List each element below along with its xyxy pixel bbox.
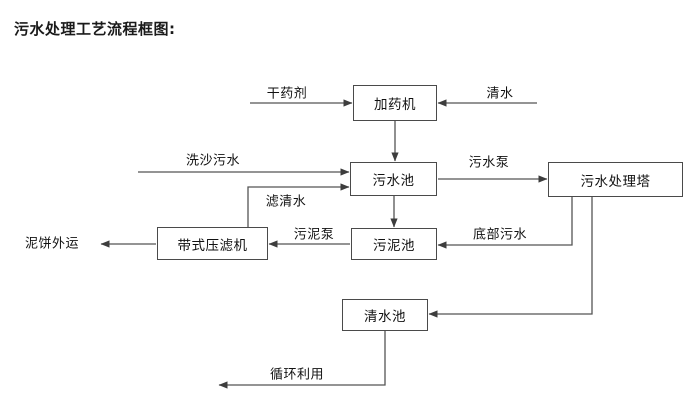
edge-label-sand-wash-sewage: 洗沙污水 — [185, 153, 241, 169]
node-label: 污水池 — [372, 173, 415, 189]
edge-clearwater-pool-to-reuse — [218, 331, 386, 389]
edge-label-dry-chemical: 干药剂 — [266, 86, 308, 102]
edge-filterpress-to-wastewater-pool — [247, 183, 350, 227]
node-label: 污泥池 — [373, 238, 415, 254]
node-label: 加药机 — [374, 97, 416, 113]
node-sludge-pool[interactable]: 污泥池 — [351, 228, 437, 260]
node-label: 污水处理塔 — [580, 173, 651, 190]
node-belt-filter-press[interactable]: 带式压滤机 — [157, 227, 268, 260]
edge-label-bottom-sewage: 底部污水 — [472, 227, 528, 243]
edge-tower-to-clearwater-pool — [428, 197, 593, 318]
node-label: 清水池 — [364, 309, 406, 325]
edge-label-sludge-pump: 污泥泵 — [293, 227, 335, 243]
node-clear-water-pool[interactable]: 清水池 — [342, 299, 428, 331]
terminal-label-mud-cake-transport: 泥饼外运 — [24, 236, 80, 252]
edge-label-clean-water: 清水 — [486, 86, 514, 102]
node-dosing-machine[interactable]: 加药机 — [353, 85, 437, 121]
node-label: 带式压滤机 — [177, 237, 248, 254]
page-title: 污水处理工艺流程框图: — [14, 20, 176, 38]
node-wastewater-pool[interactable]: 污水池 — [350, 162, 437, 196]
edge-label-filtered-clear-water: 滤清水 — [265, 194, 307, 210]
node-treatment-tower[interactable]: 污水处理塔 — [548, 162, 683, 197]
edge-tower-to-sludge-pool — [437, 197, 573, 249]
edge-label-recycling-reuse: 循环利用 — [269, 367, 325, 383]
edge-label-wastewater-pump: 污水泵 — [468, 155, 510, 171]
